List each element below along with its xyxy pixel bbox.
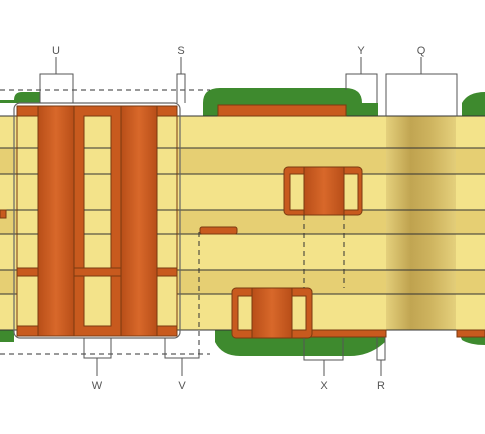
buried-via-right-fill — [343, 173, 359, 211]
via-left-strap — [16, 267, 39, 277]
pad-bottom-far-right — [456, 329, 485, 338]
blind-via-left-fill — [237, 295, 253, 331]
bracket-s — [176, 73, 186, 103]
pad-left-stub — [0, 209, 7, 219]
bracket-v — [164, 338, 200, 359]
bracket-w — [83, 338, 112, 359]
via-mid-strap — [73, 267, 122, 277]
pad-bottom-right — [299, 329, 387, 338]
solder-mask-bottom-left — [0, 330, 14, 342]
via-outline — [13, 102, 181, 339]
label-u: U — [52, 45, 60, 57]
solder-mask-top-left — [0, 92, 40, 103]
keepout-outline — [0, 89, 345, 355]
via-barrel-2 — [120, 105, 158, 337]
through-vias — [13, 102, 181, 339]
label-r: R — [377, 380, 385, 392]
label-s: S — [177, 45, 184, 57]
buried-via — [283, 166, 363, 216]
callout-labels: U S Y Q W V X R — [52, 45, 426, 392]
solder-mask-top-right — [462, 92, 485, 116]
label-y: Y — [357, 45, 365, 57]
buried-via-barrel — [303, 166, 345, 216]
bracket-q — [385, 73, 458, 116]
label-w: W — [92, 380, 103, 392]
via-hole-mid — [83, 115, 112, 327]
bracket-u — [39, 73, 74, 103]
blind-via — [231, 287, 313, 339]
via-right-strap — [156, 267, 178, 277]
pad-inner-stub — [199, 226, 238, 235]
copper-pads — [0, 104, 485, 338]
via-barrel-1 — [37, 105, 75, 337]
buried-via-left-fill — [289, 173, 305, 211]
callout-lines — [39, 57, 458, 376]
label-x: X — [320, 380, 328, 392]
blind-via-barrel — [251, 287, 293, 339]
label-q: Q — [417, 45, 426, 57]
label-v: V — [178, 380, 186, 392]
pad-top-center — [217, 104, 347, 117]
blind-via-right-fill — [291, 295, 307, 331]
